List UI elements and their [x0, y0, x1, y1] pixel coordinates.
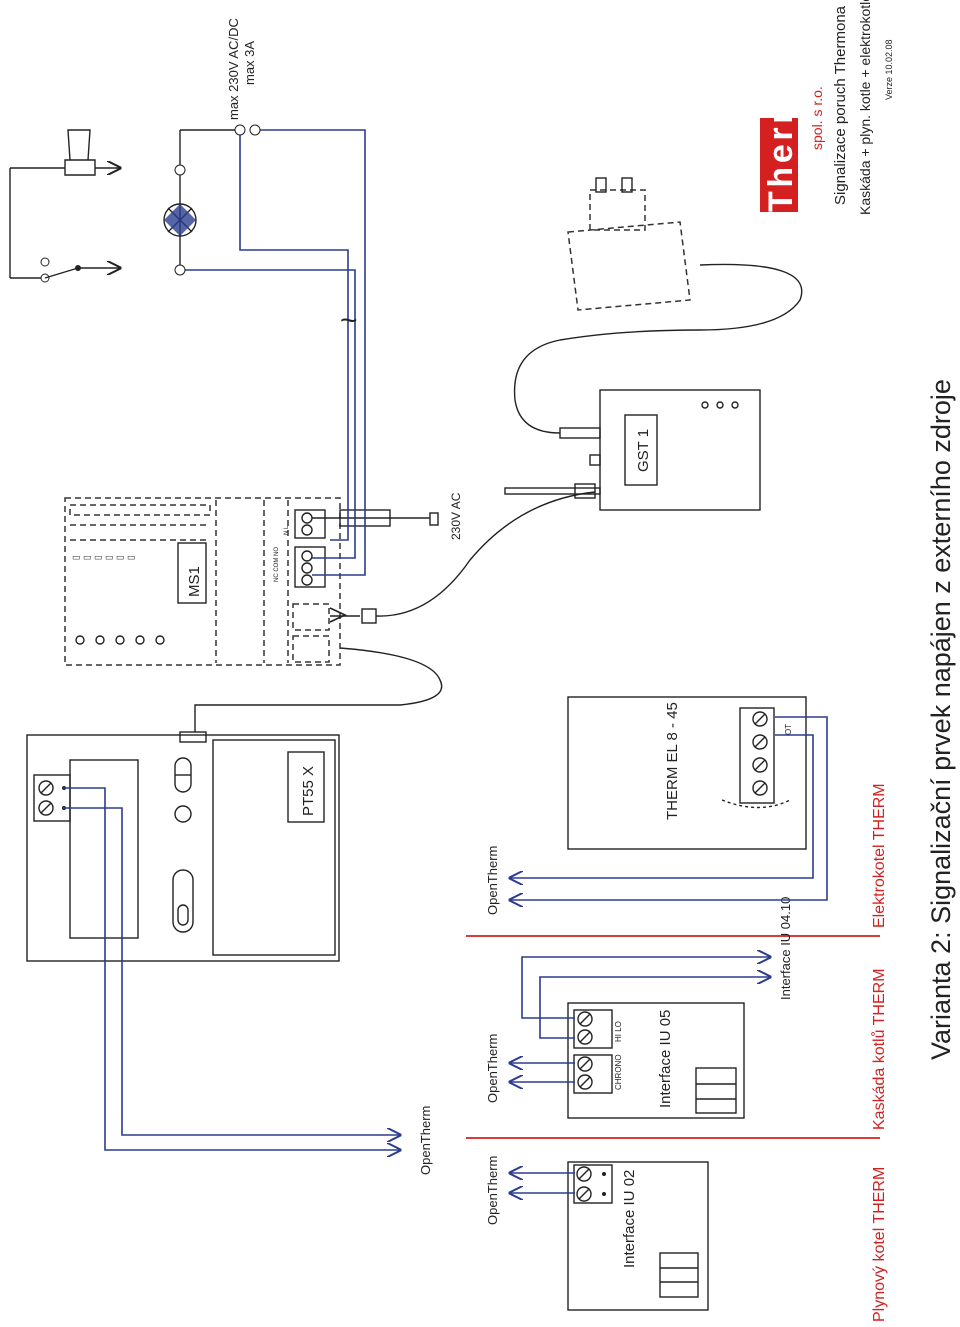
hilo-label: HI LO — [614, 1021, 623, 1042]
ac-tilde-icon: ~ — [340, 304, 358, 337]
wire-el-b — [510, 734, 814, 878]
wire-iu05-c — [521, 957, 770, 1019]
company-description: Kaskáda + plyn. kotle + elektrokotle — [857, 0, 873, 215]
power-230-label: 230V AC — [449, 492, 463, 540]
version-label: Verze 10.02.08 — [884, 39, 894, 100]
ot-label: OT — [784, 724, 793, 735]
opentherm-iu02: OpenTherm — [485, 1156, 500, 1225]
wire-ms1-signal-3 — [239, 130, 349, 541]
iu02-label: Interface IU 02 — [621, 1170, 638, 1268]
power-terms-label: N L — [284, 525, 290, 535]
supply-current-label: max 3A — [242, 41, 257, 85]
opentherm-iu05: OpenTherm — [485, 1034, 500, 1103]
company-suffix: spol. s r.o. — [809, 86, 825, 150]
iu05-label: Interface IU 05 — [657, 1010, 674, 1108]
opentherm-el: OpenTherm — [485, 846, 500, 915]
horn-icon — [64, 129, 96, 176]
section-electric-boiler: Elektrokotel THERM — [871, 783, 888, 928]
company-subtitle: Signalizace poruch Thermona — [832, 5, 849, 205]
section-cascade: Kaskáda kotlů THERM — [870, 968, 888, 1130]
signal-circuit — [9, 124, 261, 283]
company-logo: Thermona — [760, 21, 800, 212]
pt55x-device: PT55 X — [26, 731, 340, 962]
ms1-switches — [69, 504, 211, 541]
gst1-label: GST 1 — [635, 429, 652, 472]
wire-pt55-a — [63, 787, 400, 1150]
section-gas-boiler: Plynový kotel THERM — [871, 1167, 888, 1322]
iu0410-label: Interface IU 04.10 — [778, 897, 793, 1000]
ms1-label: MS1 — [186, 566, 203, 597]
opentherm-pt55: OpenTherm — [418, 1106, 433, 1175]
therm-el-boiler: THERM EL 8 - 45 OT — [567, 696, 807, 850]
supply-voltage-label: max 230V AC/DC — [226, 18, 241, 120]
power-adapter — [567, 177, 691, 311]
pt55x-label: PT55 X — [300, 766, 317, 816]
wire-ms1-signal-1 — [180, 269, 356, 559]
wire-el-a — [510, 716, 828, 900]
wire-iu05-d — [539, 977, 770, 1039]
wire-pt55-b — [63, 807, 400, 1135]
cable-gst1-adapter — [513, 263, 803, 434]
wire-ms1-signal-2 — [255, 129, 366, 576]
chrono-label: CHRONO — [614, 1054, 623, 1090]
relay-terms-label: NC COM NO — [274, 547, 280, 582]
interface-iu02: Interface IU 02 — [567, 1161, 709, 1311]
interface-iu05: Interface IU 05 CHRONO HI LO — [567, 1002, 745, 1119]
power-plug-icon — [429, 512, 439, 526]
ms1-module: ▭ ▭ ▭ ▭ ▭ ▭ MS1 NC COM NO N L — [64, 497, 341, 666]
gst1-module: GST 1 — [504, 389, 761, 511]
ms1-dots: ▭ ▭ ▭ ▭ ▭ ▭ — [72, 552, 136, 562]
logo-text: Thermona — [762, 21, 800, 212]
main-title: Varianta 2: Signalizační prvek napájen z… — [926, 379, 956, 1060]
cable-pt55-ms1 — [194, 647, 443, 732]
therm-el-label: THERM EL 8 - 45 — [664, 702, 681, 820]
